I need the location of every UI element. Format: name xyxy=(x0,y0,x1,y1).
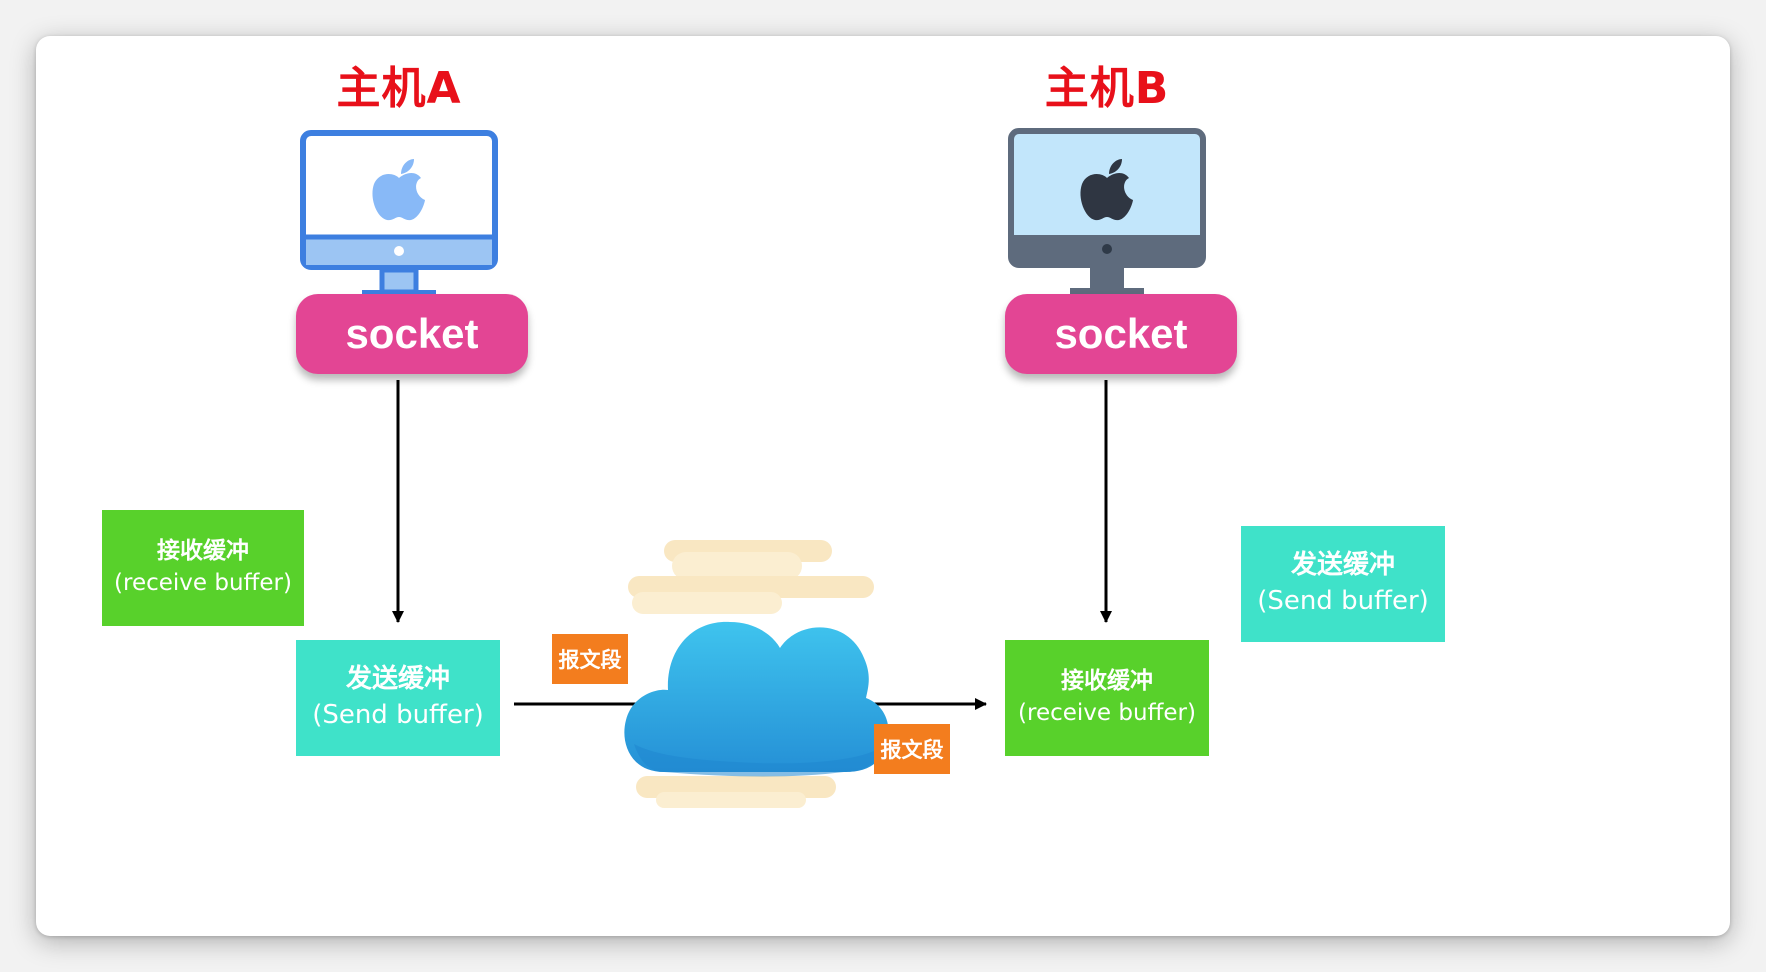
host-b-receive-buffer-en: (receive buffer) xyxy=(1018,700,1196,726)
segment-label-right: 报文段 xyxy=(874,724,950,774)
host-a-send-buffer-en: (Send buffer) xyxy=(312,700,484,730)
host-a-receive-buffer: 接收缓冲 (receive buffer) xyxy=(102,510,304,626)
host-a-send-buffer-cn: 发送缓冲 xyxy=(345,664,450,695)
segment-label-left: 报文段 xyxy=(552,634,628,684)
connection-arrows xyxy=(392,380,1112,808)
cloud-smoke xyxy=(628,540,874,808)
host-b-send-buffer-en: (Send buffer) xyxy=(1257,586,1429,616)
host-a-socket: socket xyxy=(296,294,528,374)
host-b-receive-buffer-cn: 接收缓冲 xyxy=(1061,668,1153,695)
host-b-send-buffer: 发送缓冲 (Send buffer) xyxy=(1241,526,1445,642)
host-b-title: 主机B xyxy=(1044,63,1170,114)
host-a-receive-buffer-cn: 接收缓冲 xyxy=(157,538,249,565)
host-b-send-buffer-cn: 发送缓冲 xyxy=(1290,550,1395,581)
host-b-receive-buffer: 接收缓冲 (receive buffer) xyxy=(1005,640,1209,756)
host-a-receive-buffer-en: (receive buffer) xyxy=(114,570,292,596)
host-b-computer-icon xyxy=(1008,128,1206,298)
diagram-canvas: 主机A 主机B socket socket xyxy=(36,36,1730,936)
host-a-computer-icon xyxy=(300,130,498,300)
host-a-title: 主机A xyxy=(336,63,462,114)
cloud-icon xyxy=(624,621,889,777)
host-a-send-buffer: 发送缓冲 (Send buffer) xyxy=(296,640,500,756)
host-b-socket: socket xyxy=(1005,294,1237,374)
